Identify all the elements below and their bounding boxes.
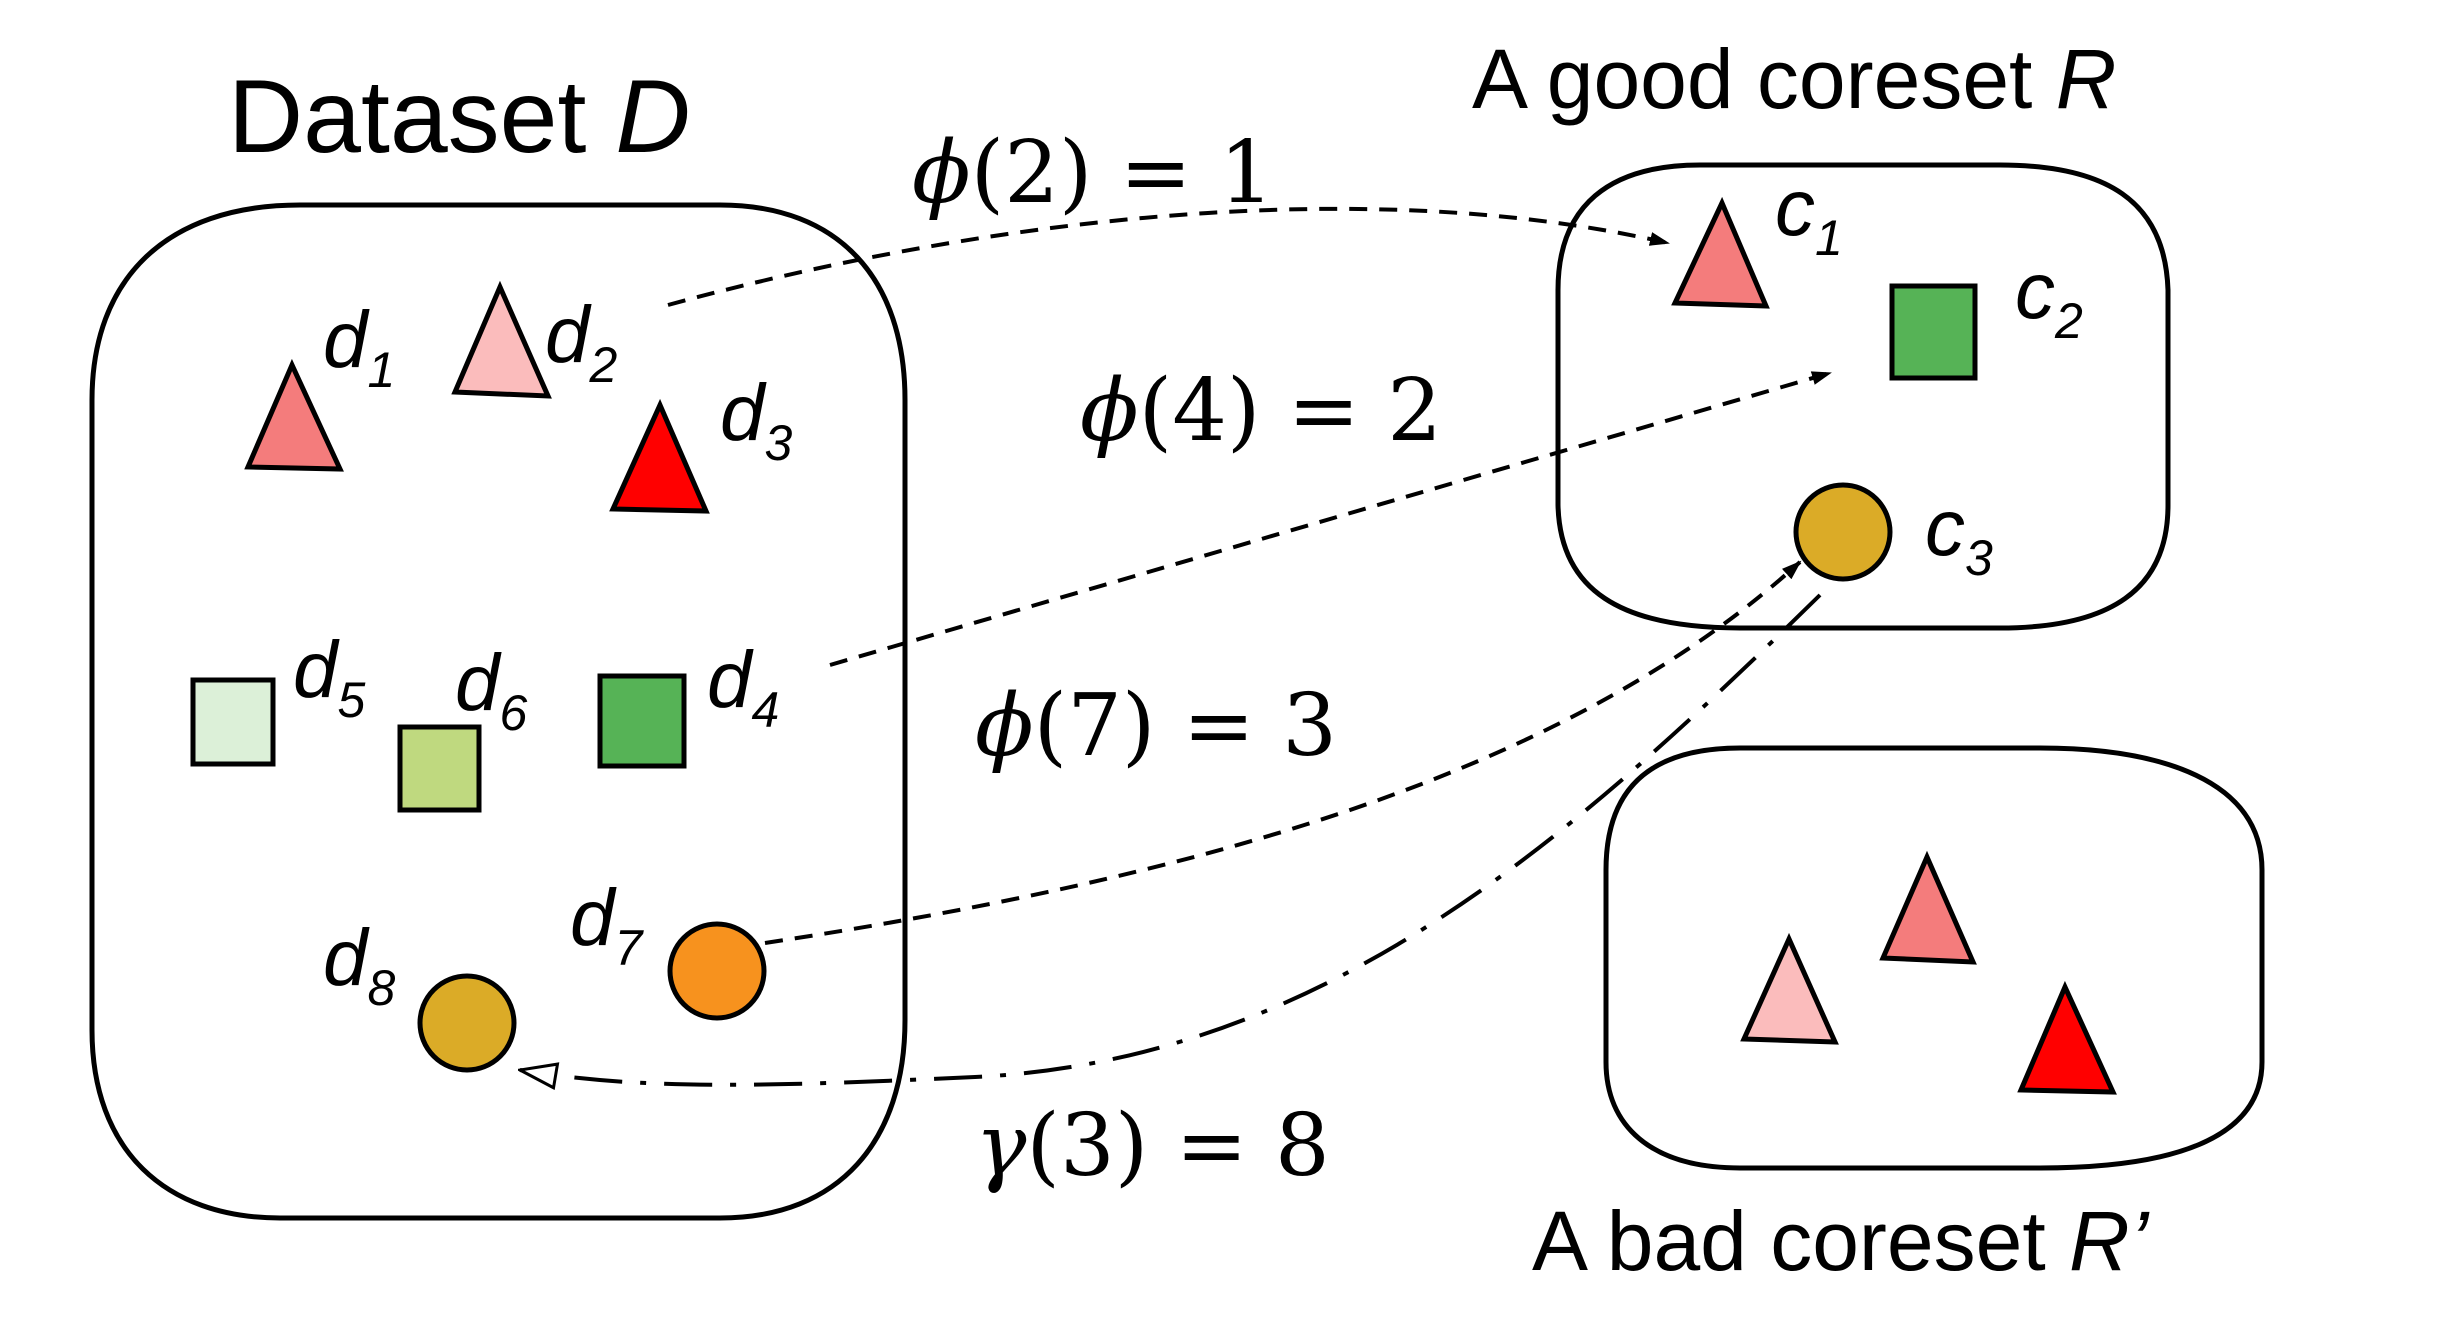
d8-circle — [417, 973, 517, 1073]
d4-square — [597, 673, 687, 769]
label-phi2: ϕ(2) = 1 — [912, 123, 1274, 223]
label-phi4: ϕ(4) = 2 — [1080, 361, 1442, 461]
label-c1: c1 — [1775, 163, 1843, 266]
bad-coreset-title: A bad coreset R’ — [1532, 1194, 2150, 1288]
label-d1: d1 — [323, 295, 395, 398]
arrow-phi2 — [667, 206, 1670, 307]
label-d6: d6 — [455, 638, 528, 741]
d7-circle — [667, 921, 767, 1021]
c3-circle — [1793, 482, 1893, 582]
d2-triangle — [451, 280, 552, 399]
d3-triangle — [609, 398, 710, 514]
label-c3: c3 — [1925, 483, 1993, 586]
d6-square — [397, 724, 482, 813]
c2-square — [1889, 283, 1978, 381]
mapping-labels: ϕ(2) = 1 ϕ(4) = 2 ϕ(7) = 3 γ(3) = 8 — [912, 123, 1442, 1196]
label-gamma3: γ(3) = 8 — [975, 1096, 1330, 1196]
arrow-phi4 — [829, 371, 1832, 667]
label-d4: d4 — [707, 635, 779, 738]
good-coreset-box — [1555, 162, 2171, 631]
label-phi7: ϕ(7) = 3 — [975, 676, 1337, 776]
label-d3: d3 — [720, 368, 793, 471]
dataset-title: Dataset D — [228, 59, 690, 175]
arrow-gamma3 — [520, 593, 1822, 1085]
label-c2: c2 — [2015, 246, 2083, 349]
d1-triangle — [244, 358, 344, 472]
label-d5: d5 — [293, 625, 366, 728]
c1-triangle — [1671, 196, 1770, 309]
d5-square — [190, 677, 276, 767]
bad-coreset-triangle-3 — [2017, 980, 2117, 1095]
dataset-box — [89, 202, 908, 1221]
label-d7: d7 — [570, 873, 645, 976]
good-coreset-title: A good coreset R — [1472, 32, 2116, 126]
bad-coreset-triangle-2 — [1879, 850, 1977, 965]
label-d8: d8 — [323, 913, 396, 1016]
point-labels: d1 d2 d3 d4 d5 d6 d7 d8 c1 c2 c3 — [293, 163, 2083, 1016]
label-d2: d2 — [545, 290, 618, 393]
bad-coreset-triangle-1 — [1740, 932, 1839, 1045]
arrow-phi7 — [764, 560, 1802, 945]
bad-coreset-box — [1603, 745, 2265, 1171]
